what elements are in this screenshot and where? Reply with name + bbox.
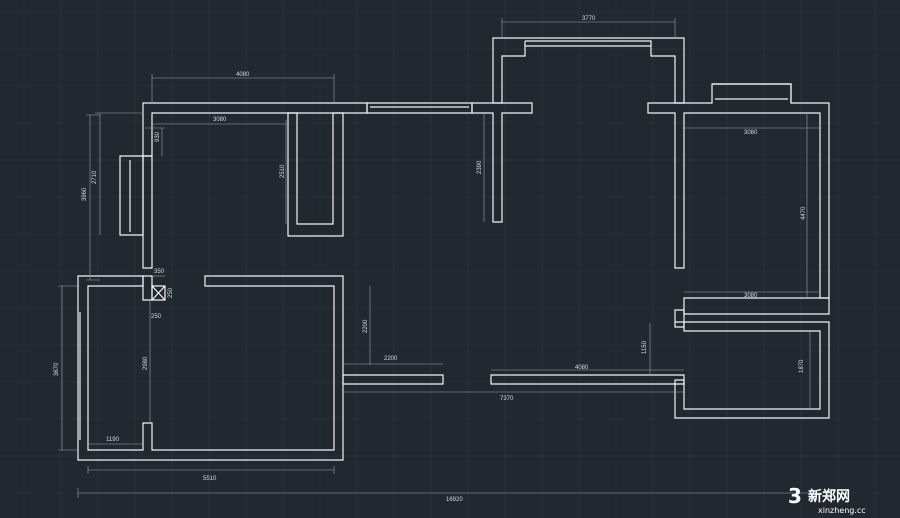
dim-4080-top: 4080 [236, 72, 250, 78]
wall-bay-window-glass [524, 40, 652, 46]
watermark-logo-glyph: 3 [788, 484, 802, 508]
dim-5510: 5510 [203, 476, 217, 482]
dim-3770: 3770 [582, 16, 596, 22]
dim-2510: 2510 [280, 164, 286, 178]
wall-right-room-box [712, 83, 792, 103]
wall-right-room [647, 83, 830, 299]
dim-250-horizontal: 250 [151, 314, 162, 320]
dimension-lines [58, 18, 830, 498]
wall-right-mid [683, 297, 830, 315]
dim-1870: 1870 [799, 359, 805, 373]
dim-2200-vertical: 2200 [363, 319, 369, 333]
walls [77, 37, 830, 461]
dim-7370: 7370 [500, 396, 514, 402]
wall-bay-window [492, 37, 685, 104]
dim-3080-left: 3080 [213, 117, 227, 123]
dim-1150: 1150 [642, 340, 648, 354]
dim-2710: 2710 [92, 170, 98, 184]
dimension-labels: 3770 4080 3080 930 2710 3960 2510 2390 3… [54, 16, 807, 503]
wall-top-middle [471, 102, 533, 223]
wall-2200 [342, 374, 444, 385]
watermark-url: xinzheng.cc [818, 506, 866, 515]
dim-930: 930 [155, 131, 161, 142]
wall-column-connector [142, 275, 153, 301]
dim-16920: 16920 [446, 497, 463, 503]
dim-2980: 2980 [143, 356, 149, 370]
wall-middle-long [490, 374, 685, 385]
watermark: 3 新郑网 xinzheng.cc [788, 484, 866, 515]
dim-250-vertical: 250 [168, 287, 174, 298]
column-square [151, 285, 166, 301]
watermark-brand: 新郑网 [808, 488, 850, 505]
wall-closet [287, 112, 344, 237]
dim-2390: 2390 [477, 160, 483, 174]
dim-2200-horizontal: 2200 [384, 356, 398, 362]
dim-4080-bottom: 4080 [575, 365, 589, 371]
wall-bottom-right-room [674, 321, 830, 419]
wall-bottom-left-room [77, 275, 344, 461]
dim-3080-right-mid: 3080 [744, 293, 758, 299]
dim-3670: 3670 [54, 362, 60, 376]
wall-right-mid-door [674, 309, 685, 328]
dim-4470: 4470 [801, 206, 807, 220]
wall-left-column [142, 155, 153, 269]
dim-3960: 3960 [82, 187, 88, 201]
dim-3080-right-top: 3080 [744, 130, 758, 136]
dim-350: 350 [154, 269, 165, 275]
wall-left-window-box [119, 155, 144, 236]
dim-1190: 1190 [106, 437, 120, 443]
wall-top-window [366, 102, 473, 114]
